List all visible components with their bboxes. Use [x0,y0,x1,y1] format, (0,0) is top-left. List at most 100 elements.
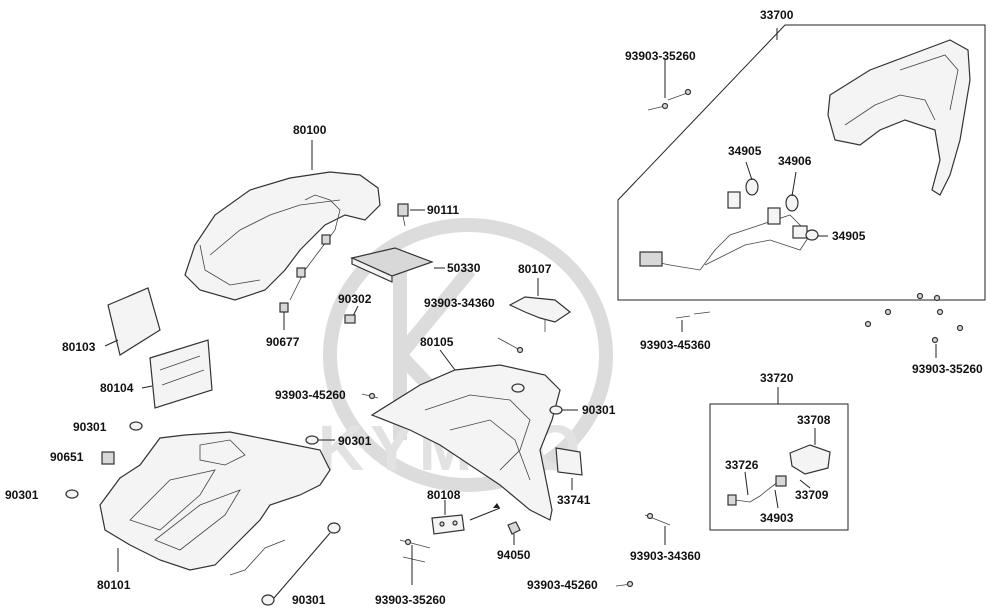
screw-45260-bottom-head [626,580,634,588]
label-34905-a: 34905 [728,144,762,158]
label-94050: 94050 [497,548,531,562]
license-connector [727,494,737,506]
undertray-body [99,431,331,571]
label-93903-45260-mid: 93903-45260 [275,388,346,402]
undertray-slot-b [154,489,241,551]
label-33726: 33726 [725,458,759,472]
label-34905-b: 34905 [832,229,866,243]
watermark-ring [323,218,613,492]
label-50330: 50330 [447,261,481,275]
screw-45360-a [675,315,691,319]
screw-93903-45260-mid [361,392,379,400]
label-80108: 80108 [427,488,461,502]
screw-90302 [344,305,359,324]
bulb-socket-34905-a [727,191,741,209]
bracket-80108-hole-b [452,520,458,526]
nut-90301-bottom-upper [327,522,341,534]
label-90651: 90651 [50,450,84,464]
bracket-80107 [508,278,572,332]
label-80103: 80103 [62,340,96,354]
flap-80103 [107,287,161,356]
nut-90301-center [511,383,578,415]
bolt-90111-head [397,203,409,217]
undertray-opening [199,439,246,466]
screw-right-b [933,294,941,302]
screw-34360-bottom-head [646,512,654,520]
nut-94050-body [507,521,521,535]
assembly-arrowhead [493,503,500,508]
screw-45360-b [693,311,711,315]
bracket-80108 [431,500,501,535]
license-light-wire [734,481,779,503]
undertray-slot-a [129,469,216,531]
rear-fender-rib [209,199,341,256]
tail-light-assembly-box [617,24,986,301]
label-90301-left-c: 90301 [5,488,39,502]
reflector-33741-body [555,447,583,476]
rear-fender-lower-edge [199,244,261,286]
nut-90301-bottom [261,522,341,606]
bolt-90111-shaft [402,215,406,227]
label-33709: 33709 [795,488,829,502]
leader-34906 [791,171,797,197]
label-80104: 80104 [100,381,134,395]
leader-33726 [744,471,749,496]
screw-head-a [661,102,669,110]
bracket-80108-body [431,514,465,535]
nut-90301-lower [549,405,563,415]
screw-93903-45260-bottom [615,580,634,588]
screw-right-c [884,308,892,316]
screw-93903-34360-mid [497,337,524,354]
pad-50330 [350,247,445,283]
assembly-arrow [469,507,501,521]
flap-80104-ribs [159,355,205,386]
inner-fender-80105 [370,349,561,521]
bulb-34905-b [805,229,819,241]
leader-34903 [774,489,779,509]
screws-93903-35260-top [647,60,692,111]
bulb-34905-a [745,178,759,196]
bracket-80108-hole-a [439,521,445,527]
rear-fender [184,171,381,301]
label-93903-45260-bottom: 93903-45260 [527,578,598,592]
license-light-box [709,403,849,531]
bulb-socket-34906 [767,207,781,225]
label-90301-center: 90301 [582,403,616,417]
bulb-socket-34905-b [792,225,808,239]
label-33720: 33720 [760,371,794,385]
screw-right-d [864,320,872,328]
license-light-group [709,387,849,531]
inner-fender-rib-b [449,419,531,481]
label-93903-34360-bottom: 93903-34360 [630,549,701,563]
leader-90301-bottom [273,532,331,599]
inner-fender-body [370,364,561,521]
bolt-90111 [397,203,425,227]
reflector-33741 [555,447,583,490]
label-33741: 33741 [557,493,591,507]
nut-90301-bottom-lower [261,594,275,606]
undertray-80101 [99,431,331,576]
part-labels: 33700 93903-35260 34905 34906 34905 8010… [5,8,983,607]
screw-right-g [931,336,939,344]
screw-35260-bottom-a [399,539,431,549]
nut-90301-left-a [129,421,143,431]
inner-fender-rib-a [424,394,531,471]
screw-right-a [916,292,924,300]
rear-fender-group [184,140,381,330]
label-90301-bottom: 90301 [292,593,326,607]
bulb-34906 [785,194,799,212]
nut-90301-left-b [305,435,319,445]
label-93903-34360-mid: 93903-34360 [424,296,495,310]
leader-80103 [104,339,119,347]
screws-93903-35260-right [864,292,964,358]
nut-90301-left-c [65,489,79,499]
wiring-harness [644,214,811,271]
screw-head-b [684,88,692,96]
screw-90302-head [344,314,356,324]
label-34906: 34906 [778,154,812,168]
nut-90301-upper [511,383,525,393]
label-33700: 33700 [760,8,794,22]
screw-34360-mid-shaft [497,337,521,351]
fender-clip-a [321,234,331,245]
clip-90651 [101,451,115,465]
